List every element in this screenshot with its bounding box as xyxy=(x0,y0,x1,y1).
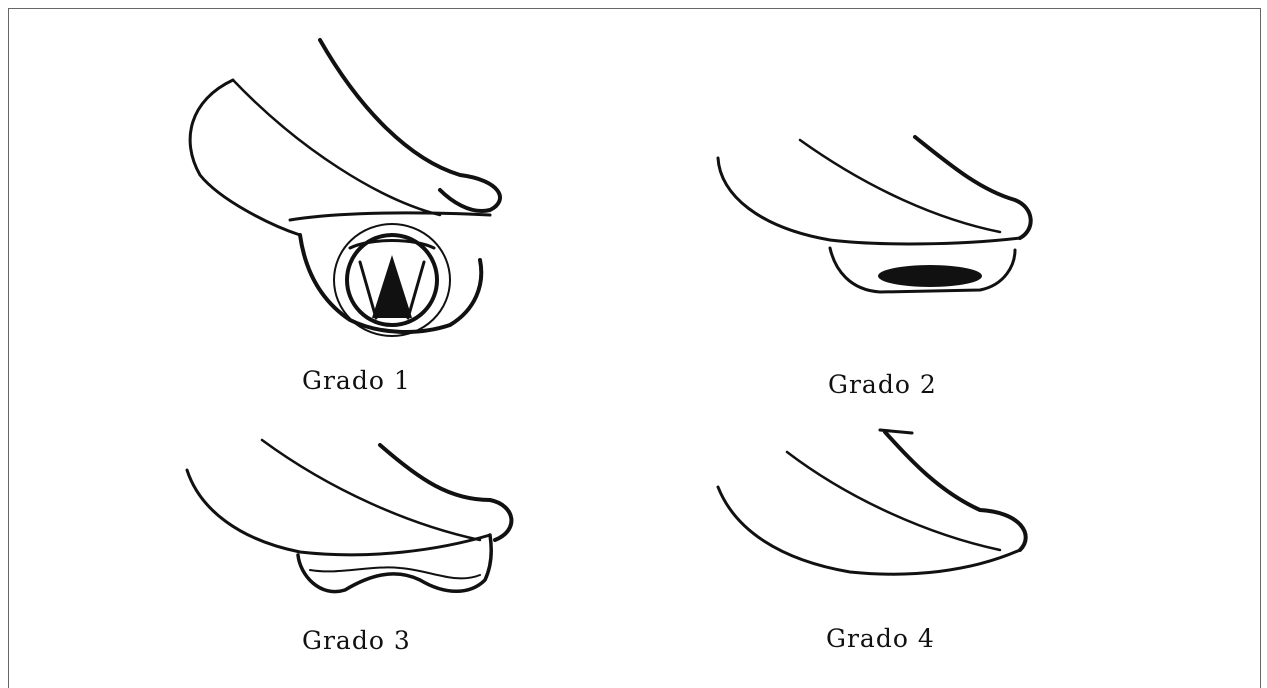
grade-1-label: Grado 1 xyxy=(302,368,411,393)
grade-2-label: Grado 2 xyxy=(828,372,937,397)
grade-3-illustration xyxy=(187,440,511,592)
grade-2-illustration xyxy=(718,137,1031,292)
grade-4-label: Grado 4 xyxy=(826,626,935,651)
grade-1-illustration xyxy=(190,40,500,336)
grade-3-label: Grado 3 xyxy=(302,628,411,653)
grade-4-illustration xyxy=(718,430,1026,574)
